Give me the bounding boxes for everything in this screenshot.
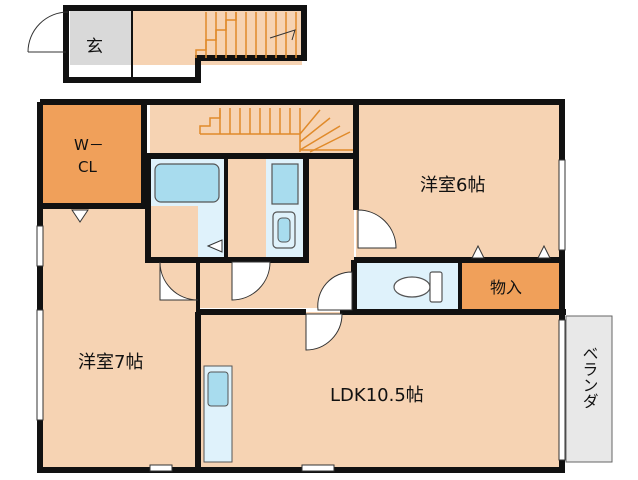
walls <box>37 99 566 473</box>
toilet-fixture <box>393 271 443 303</box>
storage-door-marker-2 <box>537 244 551 259</box>
room6-window <box>558 159 566 251</box>
entrance-door-swing <box>27 11 69 53</box>
main-staircase <box>199 108 354 153</box>
walkin-closet-label-1: W－ <box>74 136 104 154</box>
windows <box>36 159 566 472</box>
storage-floor <box>462 262 562 310</box>
storage-door-marker-1 <box>471 244 485 259</box>
western-room-7-floor <box>42 206 198 468</box>
ldk-door <box>305 313 343 351</box>
veranda-label: ベランダ <box>580 345 599 409</box>
fixtures <box>154 163 443 303</box>
entrance-block: 玄 <box>27 5 307 83</box>
western-room-7-label: 洋室7帖 <box>78 352 143 373</box>
room7-window-2 <box>36 309 44 421</box>
entrance-floor <box>70 10 132 65</box>
toilet-door <box>317 271 353 311</box>
western-room-6-label: 洋室6帖 <box>420 175 485 196</box>
upper-staircase <box>195 12 297 58</box>
ldk-label: LDK10.5帖 <box>330 385 424 406</box>
room-labels: W－ CL 洋室6帖 洋室7帖 物入 LDK10.5帖 ベランダ <box>74 136 599 409</box>
room7-door <box>159 261 199 301</box>
bathtub <box>154 163 220 203</box>
room6-door <box>357 209 397 249</box>
bath-door-marker <box>206 239 223 253</box>
storage-label: 物入 <box>490 278 522 297</box>
walkin-closet-label-2: CL <box>78 158 97 176</box>
room7-bottom-window <box>149 464 173 472</box>
veranda-floor <box>565 315 613 463</box>
closet-door-marker <box>71 209 89 223</box>
kitchen-sink <box>207 371 229 407</box>
ldk-floor <box>200 312 562 468</box>
room7-window <box>36 225 44 267</box>
doors <box>71 209 551 351</box>
washbasin <box>271 163 299 205</box>
ldk-window <box>558 319 566 461</box>
walkin-closet-floor <box>42 104 142 204</box>
ldk-bottom-window <box>301 464 335 472</box>
entrance-label: 玄 <box>86 37 103 57</box>
washroom-door <box>231 261 271 301</box>
